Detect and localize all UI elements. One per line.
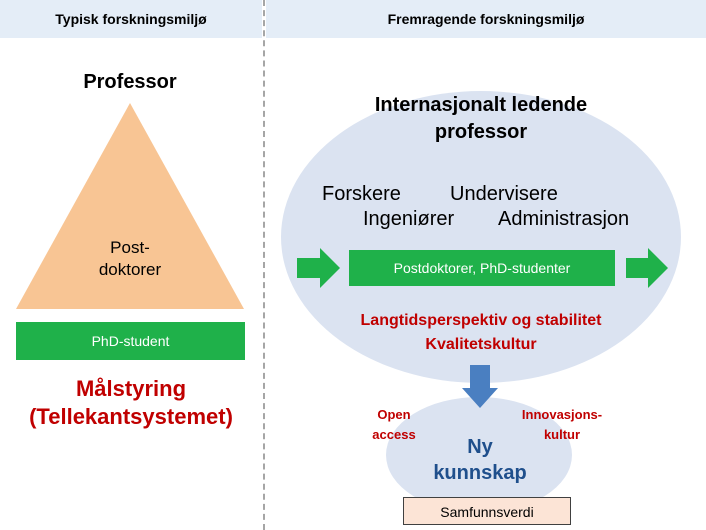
hierarchy-triangle <box>16 103 244 309</box>
open-access-label: Open access <box>362 405 426 445</box>
left-diagram-shapes <box>16 103 244 309</box>
column-divider <box>263 0 265 530</box>
innovation-culture-line2: kultur <box>543 427 581 442</box>
phd-student-bar: PhD-student <box>16 322 245 360</box>
culture-label-line2: Kvalitetskultur <box>425 336 537 353</box>
input-arrow-icon <box>297 248 340 288</box>
new-knowledge-ellipse <box>386 397 572 513</box>
postdoc-phd-bar: Postdoktorer, PhD-studenter <box>349 250 615 286</box>
role-teachers: Undervisere <box>450 183 558 205</box>
professor-label: Professor <box>83 71 177 93</box>
societal-value-box: Samfunnsverdi <box>403 497 571 525</box>
leading-professor-line2: professor <box>434 121 528 143</box>
culture-label: Langtidsperspektiv og stabilitet Kvalite… <box>336 309 626 357</box>
postdoc-label: Post- doktorer <box>70 237 190 281</box>
innovation-culture-line1: Innovasjons- <box>521 407 603 422</box>
right-header-label: Fremragende forskningsmiljø <box>387 11 585 27</box>
new-knowledge-line1: Ny <box>467 436 493 458</box>
goal-label: Målstyring (Tellekantsystemet) <box>0 375 262 431</box>
postdoc-label-line2: doktorer <box>98 260 162 279</box>
new-knowledge-label: Ny kunnskap <box>410 434 550 486</box>
research-environment-ellipse <box>281 91 681 383</box>
leading-professor-line1: Internasjonalt ledende <box>374 94 588 116</box>
new-knowledge-line2: kunnskap <box>433 462 527 484</box>
left-header: Typisk forskningsmiljø <box>0 0 262 38</box>
left-header-label: Typisk forskningsmiljø <box>55 11 207 27</box>
role-administration: Administrasjon <box>498 208 630 230</box>
open-access-line1: Open <box>377 407 411 422</box>
output-arrow-icon <box>626 248 668 288</box>
goal-label-line2: (Tellekantsystemet) <box>29 404 233 429</box>
right-header: Fremragende forskningsmiljø <box>266 0 706 38</box>
leading-professor-label: Internasjonalt ledende professor <box>336 92 626 146</box>
innovation-culture-label: Innovasjons- kultur <box>510 405 614 445</box>
postdoc-label-line1: Post- <box>110 238 150 257</box>
culture-label-line1: Langtidsperspektiv og stabilitet <box>360 312 602 329</box>
open-access-line2: access <box>372 427 416 442</box>
role-engineers: Ingeniører <box>363 208 455 230</box>
goal-label-line1: Målstyring <box>75 376 187 401</box>
down-arrow-icon <box>462 365 498 408</box>
role-researchers: Forskere <box>322 183 401 205</box>
